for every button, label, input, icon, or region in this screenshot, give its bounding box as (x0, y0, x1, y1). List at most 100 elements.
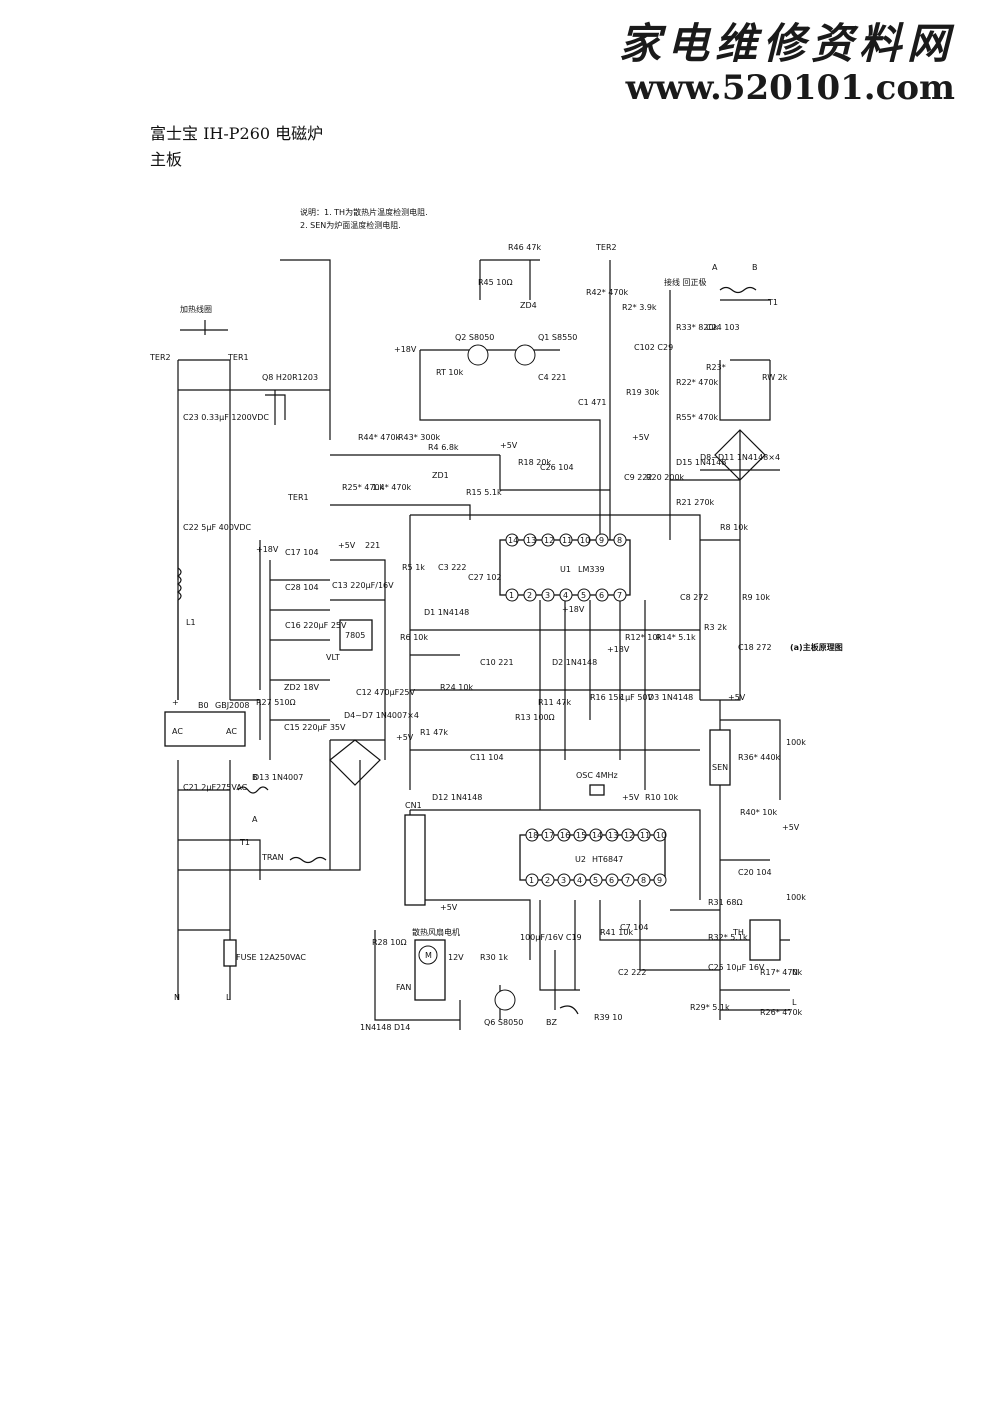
transformer-t1-left-symbol (237, 786, 269, 794)
lbl-r21: R21 270k (676, 498, 715, 507)
lbl-d13: D13 1N4007 (253, 773, 303, 782)
u1-pin-1: 1 (509, 591, 514, 600)
lbl-fan-label: 散热风扇电机 (412, 927, 460, 937)
lbl-cn1: CN1 (405, 801, 422, 810)
regulator-7805-body (339, 619, 373, 651)
lbl-t1-left: T1 (239, 838, 250, 847)
lbl-r11: R11 47k (538, 698, 571, 707)
lbl-c15: C15 220μF 35V (284, 723, 346, 732)
lbl-r3: R3 2k (704, 623, 727, 632)
reg-7805: 7805 (345, 631, 365, 640)
u2-pin-17: 17 (544, 831, 554, 840)
transformer-tran-symbol (289, 856, 327, 864)
lbl-d14: 1N4148 D14 (360, 1023, 410, 1032)
lbl-t1-right: T1 (767, 298, 778, 307)
ic-u1-body (499, 539, 631, 596)
lbl-r8: R8 10k (720, 523, 748, 532)
u1-pin-13: 13 (526, 536, 536, 545)
u1-pin-12: 12 (544, 536, 554, 545)
watermark-logo: 家电维修资料网 www.520101.com (619, 20, 955, 109)
document-title: 富士宝 IH-P260 电磁炉 (150, 124, 324, 143)
lbl-tran: TRAN (261, 853, 284, 862)
lbl-r33: R33* 820k (676, 323, 719, 332)
lbl-c17: C17 104 (285, 548, 319, 557)
u2-pin-14: 14 (592, 831, 602, 840)
lbl-r55: R55* 470k (676, 413, 719, 422)
wiring (177, 259, 790, 1030)
lbl-r14: R14* 5.1k (656, 633, 696, 642)
lbl-zd1: ZD1 (432, 471, 449, 480)
lbl-jie: 接线 回正极 (664, 277, 707, 287)
bridge-d4d7-symbol (329, 739, 381, 786)
transistor-q6-symbol (494, 989, 516, 1011)
lbl-plus18-b: +18V (394, 345, 417, 354)
lbl-c22: C22 5μF 400VDC (183, 523, 252, 532)
u1-pin-8: 8 (617, 536, 622, 545)
lbl-c3: C3 222 (438, 563, 467, 572)
lbl-c4: C4 221 (538, 373, 567, 382)
lbl-rt: RT 10k (436, 368, 464, 377)
lbl-plus5-b: +5V (500, 441, 518, 450)
u1-pin-10: 10 (580, 536, 590, 545)
lbl-l-left: L (226, 993, 231, 1002)
lbl-l1: L1 (186, 618, 196, 627)
lbl-motor: M (425, 951, 432, 960)
lbl-r20: R20 200k (646, 473, 685, 482)
lbl-r27: R27 510Ω (256, 698, 296, 707)
u1-pin-6: 6 (599, 591, 604, 600)
sensor-th-body (749, 919, 781, 961)
lbl-r2: R2* 3.9k (622, 303, 657, 312)
sensor-sen-body (709, 729, 731, 786)
lbl-d2: D2 1N4148 (552, 658, 597, 667)
lbl-t1r-a: A (712, 263, 718, 272)
b0-ac2: AC (226, 727, 237, 736)
b0-minus: - (236, 698, 239, 707)
lbl-t1-a: A (252, 815, 258, 824)
lbl-rw: RW 2k (762, 373, 788, 382)
lbl-ter2-right: TER2 (595, 243, 617, 252)
lbl-r15: R15 5.1k (466, 488, 502, 497)
lbl-plus18-a: +18V (256, 545, 279, 554)
lbl-r1: R1 47k (420, 728, 448, 737)
u2-pin-15: 15 (576, 831, 586, 840)
u1-pin-9: 9 (599, 536, 604, 545)
u2-ref: U2 (575, 855, 586, 864)
lbl-fan-v: 12V (448, 953, 464, 962)
schematic-caption: (a)主板原理图 (790, 642, 843, 652)
watermark-url: www.520101.com (625, 68, 955, 108)
lbl-c13: C13 220μF/16V (332, 581, 394, 590)
u1-pin-11: 11 (562, 536, 572, 545)
u1-pin-7: 7 (617, 591, 622, 600)
lbl-r22: R22* 470k (676, 378, 719, 387)
lbl-q2: Q2 S8050 (455, 333, 494, 342)
lbl-plus5-a: +5V (338, 541, 356, 550)
u2-pin-9: 9 (657, 876, 662, 885)
lbl-coil: 加热线圈 (180, 304, 212, 314)
lbl-plus5-c: +5V (632, 433, 650, 442)
u2-pin-1: 1 (529, 876, 534, 885)
lbl-c12: C12 470μF25V (356, 688, 415, 697)
b0-ac1: AC (172, 727, 183, 736)
transformer-t1-right-symbol (719, 286, 757, 294)
lbl-r41: R41 10k (600, 928, 633, 937)
lbl-c10: C10 221 (480, 658, 514, 667)
lbl-ntc2: 100k (786, 893, 806, 902)
lbl-t1r-b: B (752, 263, 758, 272)
lbl-r18: R18 20k (518, 458, 551, 467)
u1-part: LM339 (578, 565, 605, 574)
lbl-r40: R40* 10k (740, 808, 777, 817)
lbl-r46: R46 47k (508, 243, 541, 252)
lbl-r36: R36* 440k (738, 753, 781, 762)
lbl-r44: R44* 470k (358, 433, 401, 442)
lbl-fuse: FUSE 12A250VAC (236, 953, 306, 962)
lbl-r31: R31 68Ω (708, 898, 743, 907)
lbl-r10: R10 10k (645, 793, 678, 802)
lbl-ntc1: 100k (786, 738, 806, 747)
u2-pin-3: 3 (561, 876, 566, 885)
lbl-plus5-g: +5V (728, 693, 746, 702)
lbl-l-right: L (792, 998, 797, 1007)
lbl-plus18-d: +18V (607, 645, 630, 654)
lbl-th: TH (732, 928, 744, 937)
lbl-c1u: 1μF 50V (620, 693, 654, 702)
